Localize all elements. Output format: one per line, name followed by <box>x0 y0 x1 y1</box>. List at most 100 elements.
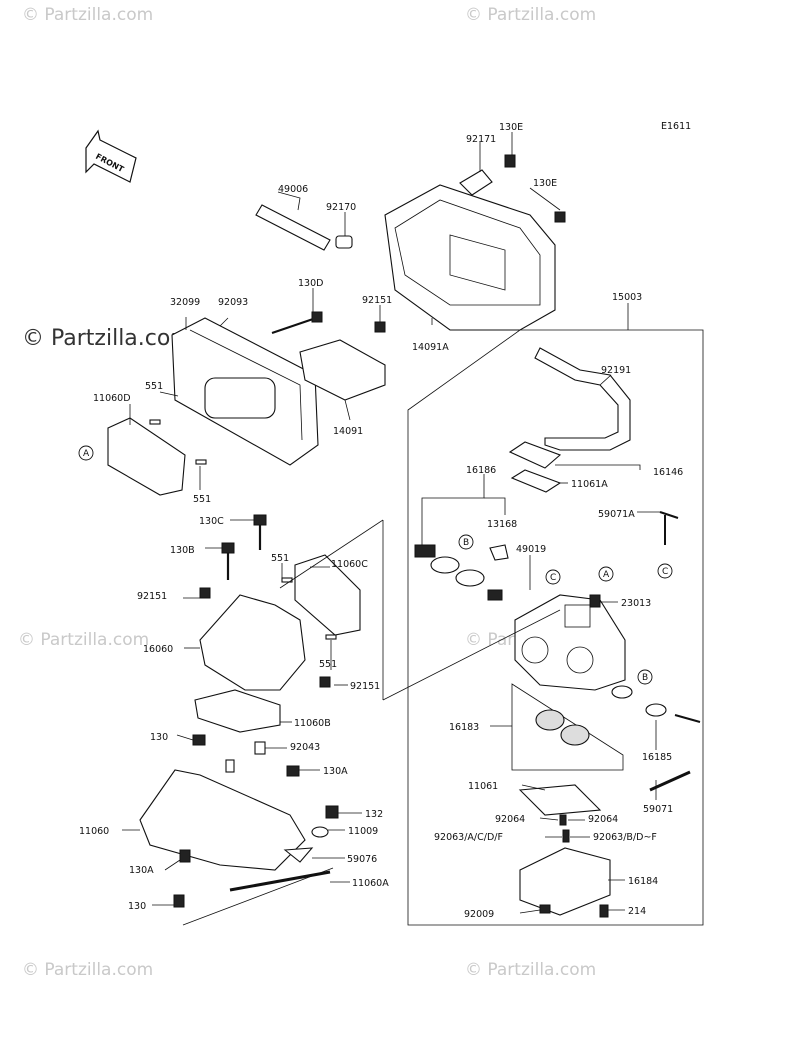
bolt-92151-top <box>374 321 386 333</box>
part-label: 11060 <box>79 826 109 837</box>
diagram-code: E1611 <box>661 121 691 132</box>
choke-shaft-parts <box>414 544 503 601</box>
part-label: 49006 <box>278 184 308 195</box>
float-bowl <box>519 847 611 916</box>
part-label: 130B <box>170 545 195 556</box>
intake-manifold-16060 <box>199 594 306 691</box>
plate-part <box>508 441 562 469</box>
air-box-cover <box>384 184 556 331</box>
svg-text:B: B <box>463 538 469 548</box>
lower-manifold <box>139 769 306 871</box>
pin-551-d <box>325 634 337 640</box>
callout-c-top: C <box>545 569 561 585</box>
duct-part <box>299 339 386 401</box>
screw-23013 <box>589 594 601 608</box>
gasket-11060d <box>107 417 186 496</box>
gasket-11009 <box>311 826 329 838</box>
part-label: 11060B <box>294 718 331 729</box>
part-label: 59071A <box>598 509 635 520</box>
part-label: 130E <box>533 178 557 189</box>
part-labels: 92171 130E 130E 49006 92170 130D 32099 9… <box>79 122 683 920</box>
gasket-11060b <box>194 689 281 733</box>
fuel-hose <box>534 347 631 451</box>
bolt-130-a <box>192 734 206 746</box>
bolt-130a-a <box>286 765 300 777</box>
bolt-130e-b <box>554 211 566 223</box>
part-label: 92093 <box>218 297 248 308</box>
part-label: 11061A <box>571 479 608 490</box>
part-label: 551 <box>145 381 163 392</box>
bolt-92151-c <box>319 676 331 688</box>
carburetor-cover <box>171 317 319 466</box>
front-arrow-icon: FRONT <box>85 129 137 183</box>
part-59076 <box>283 847 314 863</box>
group-line <box>182 867 334 926</box>
bolt-130-b <box>173 894 185 908</box>
group-line <box>279 519 384 589</box>
jet-59071 <box>649 770 691 792</box>
part-label: 92171 <box>466 134 496 145</box>
part-label: 551 <box>271 553 289 564</box>
part-label: 92151 <box>350 681 380 692</box>
part-label: 92191 <box>601 365 631 376</box>
svg-text:A: A <box>603 570 610 580</box>
part-label: 11061 <box>468 781 498 792</box>
part-label: 551 <box>319 659 337 670</box>
part-label: 551 <box>193 494 211 505</box>
part-label: 14091A <box>412 342 449 353</box>
watermark-main: © Partzilla.com <box>22 326 192 351</box>
part-label: 92064 <box>588 814 618 825</box>
leader-lines <box>122 132 660 914</box>
bracket-part <box>459 169 493 196</box>
part-label: 130A <box>323 766 348 777</box>
part-label: 11060C <box>331 559 368 570</box>
float-part <box>535 709 590 746</box>
group-line <box>382 609 561 701</box>
bolt-130e-a <box>504 154 516 168</box>
watermark-text: © Partzilla.com <box>465 5 596 25</box>
svg-text:C: C <box>662 567 668 577</box>
collar-92043 <box>254 741 266 755</box>
pin-551-b <box>195 459 207 465</box>
part-label: 16186 <box>466 465 496 476</box>
bolt-130b <box>221 542 235 554</box>
part-label: 13168 <box>487 519 517 530</box>
part-label: 132 <box>365 809 383 820</box>
carburetor-body <box>514 594 626 691</box>
part-label: 16184 <box>628 876 658 887</box>
bolt-130d-head <box>311 311 323 323</box>
pin-551-a <box>149 419 161 425</box>
part-label: 16060 <box>143 644 173 655</box>
svg-text:B: B <box>642 673 648 683</box>
part-label: 130 <box>150 732 168 743</box>
part-label: 92151 <box>137 591 167 602</box>
part-label: 23013 <box>621 598 651 609</box>
callout-b-left: B <box>458 534 474 550</box>
part-label: 130D <box>298 278 323 289</box>
callout-b-right: B <box>637 669 653 685</box>
callout-a-left: A <box>78 445 94 461</box>
watermark-text: © Partzilla.com <box>22 960 153 980</box>
clamp-part <box>335 235 353 249</box>
part-label: 32099 <box>170 297 200 308</box>
throttle-parts <box>611 685 701 723</box>
lever-13168 <box>489 544 509 561</box>
bolt-130d <box>271 316 317 335</box>
part-label: 11060D <box>93 393 131 404</box>
part-label: 59076 <box>347 854 377 865</box>
part-label: 92009 <box>464 909 494 920</box>
screw-92009 <box>539 904 551 914</box>
svg-text:A: A <box>83 449 90 459</box>
part-label: 92063/B/D~F <box>593 832 657 843</box>
part-label: 11060A <box>352 878 389 889</box>
part-label: 14091 <box>333 426 363 437</box>
part-label: 130A <box>129 865 154 876</box>
watermark-text: © Partzilla.com <box>18 630 149 650</box>
part-label: 92170 <box>326 202 356 213</box>
part-label: 92151 <box>362 295 392 306</box>
watermark-text: © Partzilla.com <box>22 5 153 25</box>
part-label: 15003 <box>612 292 642 303</box>
watermark-text: © Partzilla.com <box>465 960 596 980</box>
